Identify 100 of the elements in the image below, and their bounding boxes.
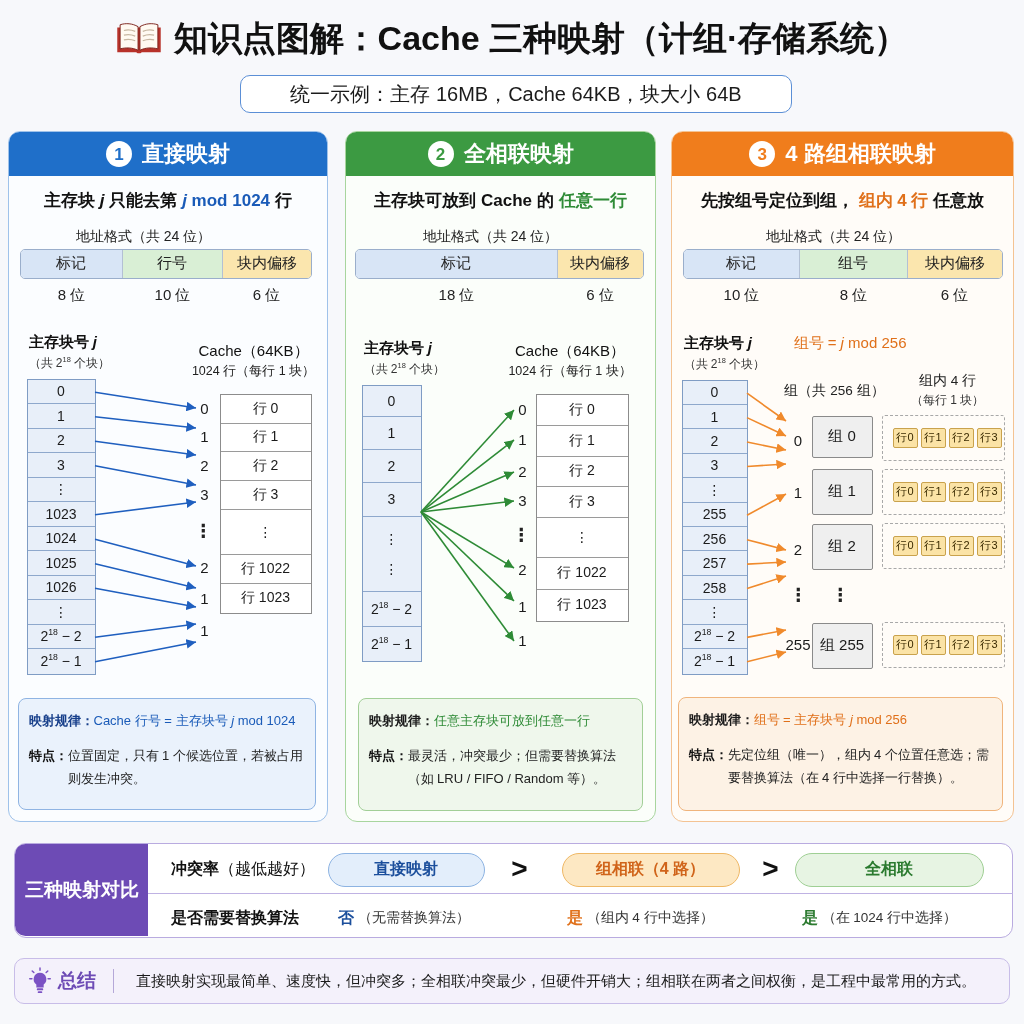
arrow (94, 639, 197, 663)
cache-line-cell: 行 1023 (536, 589, 628, 621)
set-index: 1 (793, 483, 803, 502)
memory-block-cell: 2 (362, 449, 421, 483)
column-heading: 主存块号 j (683, 333, 752, 352)
line-index: 3 (518, 491, 527, 510)
memory-block-cell: 0 (27, 379, 95, 404)
line-index: 2 (518, 462, 527, 481)
arrow (746, 574, 787, 590)
cache-line-tile: 行3 (976, 427, 1002, 448)
cache-line-tile: 行0 (892, 535, 918, 556)
vertical-ellipsis: ⋮ (512, 524, 531, 547)
dashed-group-frame (881, 621, 1005, 668)
bit-count: 6 位 (252, 285, 281, 304)
cache-line-cell: 行 2 (220, 451, 311, 481)
column-subheading: （共 2$^{18}$ 个块） (28, 355, 111, 371)
cache-line-cell: ⋮ (220, 509, 311, 555)
line-index: 1 (518, 631, 527, 650)
arrow (420, 471, 515, 513)
line-index: 2 (518, 560, 527, 579)
memory-block-cell: ⋮ (27, 600, 95, 625)
mapping-panel (8, 131, 328, 822)
comparison-title-cell: 三种映射对比 (15, 844, 148, 936)
mapping-panel (671, 131, 1014, 822)
line-index: 1 (200, 621, 209, 640)
column-subheading: （共 2$^{18}$ 个块） (363, 361, 446, 377)
column-heading: 主存块号 j (28, 332, 97, 351)
rule-label: 特点： (28, 746, 68, 765)
cache-line-cell: 行 3 (220, 480, 311, 510)
memory-block-cell: 1 (27, 404, 95, 429)
ranking-pill: 全相联 (794, 852, 984, 887)
cache-line-tile: 行1 (920, 427, 946, 448)
arrow (746, 416, 787, 437)
arrow (746, 538, 787, 553)
cache-subheading: 1024 行（每行 1 块） (191, 362, 316, 379)
cache-line-tile: 行1 (920, 535, 946, 556)
arrow (420, 511, 515, 602)
cache-line-cell: 行 1022 (220, 554, 311, 584)
cache-line-cell: 行 1022 (536, 557, 628, 590)
memory-block-cell: 3 (682, 453, 747, 479)
memory-block-cell: 2 (682, 429, 747, 454)
set-index: 2 (793, 540, 803, 559)
set-index: 255 (785, 635, 811, 654)
vertical-ellipsis: ⋮ (831, 584, 850, 607)
arrow (94, 562, 197, 591)
answer-mark: 否 (337, 907, 354, 928)
highlighted-phrase: 任意一行 (558, 190, 627, 212)
address-format-heading: 地址格式（共 24 位） (422, 226, 559, 245)
panel-description: 先按组号定位到组， (700, 190, 854, 212)
cache-line-tile: 行0 (892, 427, 918, 448)
cache-line-tile: 行1 (920, 481, 946, 502)
set-box: 组 2 (811, 523, 873, 570)
arrow (94, 498, 197, 516)
cache-subheading: 1024 行（每行 1 块） (508, 362, 632, 379)
column-heading: 主存块号 j (363, 338, 432, 357)
address-field: 标记 (683, 249, 800, 278)
memory-block-cell: ⋮ (682, 600, 747, 625)
memory-block-cell: 2$^{18}$ − 2 (362, 591, 421, 627)
memory-block-cell: 2$^{18}$ − 1 (27, 649, 95, 674)
cache-line-tile: 行3 (976, 634, 1002, 655)
address-field: 组号 (799, 249, 908, 278)
rule-label: 映射规律： (28, 711, 94, 730)
bit-count: 10 位 (154, 285, 191, 304)
panel-description: 主存块 j 只能去第 (43, 190, 178, 212)
cache-line-tile: 行0 (892, 634, 918, 655)
cache-heading: Cache（64KB） (198, 341, 309, 360)
number-badge: 2 (427, 141, 454, 167)
cache-heading: Cache（64KB） (514, 341, 626, 360)
column-subheading: （共 2$^{18}$ 个块） (683, 356, 766, 372)
comparison-table (14, 843, 1013, 938)
ranking-pill: 直接映射 (327, 852, 485, 887)
cache-line-tile: 行1 (920, 634, 946, 655)
rule-label: 映射规律： (688, 710, 754, 729)
set-box: 组 0 (811, 415, 873, 458)
bit-count: 6 位 (586, 285, 614, 304)
number-badge: 3 (749, 141, 776, 167)
address-field: 标记 (20, 249, 123, 278)
memory-block-cell: ⋮ (682, 478, 747, 503)
answer-note: （在 1024 行中选择） (821, 908, 958, 927)
rule-label: 特点： (368, 746, 408, 765)
memory-block-cell: 256 (682, 527, 747, 552)
rule-text: 位置固定，只有 1 个候选位置，若被占用则发生冲突。 (67, 746, 304, 788)
example-banner: 统一示例：主存 16MB，Cache 64KB，块大小 64B (240, 75, 792, 113)
row-label: 是否需要替换算法 (170, 907, 299, 928)
dashed-group-frame (881, 522, 1005, 569)
memory-block-cell: 3 (27, 453, 95, 478)
cache-line-cell: 行 1023 (220, 583, 311, 613)
answer-note: （组内 4 行中选择） (586, 908, 714, 927)
memory-block-cell: 2$^{18}$ − 2 (27, 624, 95, 649)
line-index: 3 (200, 486, 209, 504)
cache-line-cell: 行 1 (220, 423, 311, 452)
answer-note: （无需替换算法） (357, 908, 470, 927)
address-field: 块内偏移 (907, 249, 1002, 278)
highlighted-phrase: 组内 4 行 (858, 190, 929, 212)
memory-block-cell: ⋮ (27, 477, 95, 502)
vertical-ellipsis: ⋮ (384, 559, 399, 578)
address-field: 块内偏移 (222, 249, 311, 278)
summary-heading: 总结 (58, 969, 96, 993)
dashed-group-frame (881, 468, 1005, 515)
arrow (746, 649, 787, 663)
